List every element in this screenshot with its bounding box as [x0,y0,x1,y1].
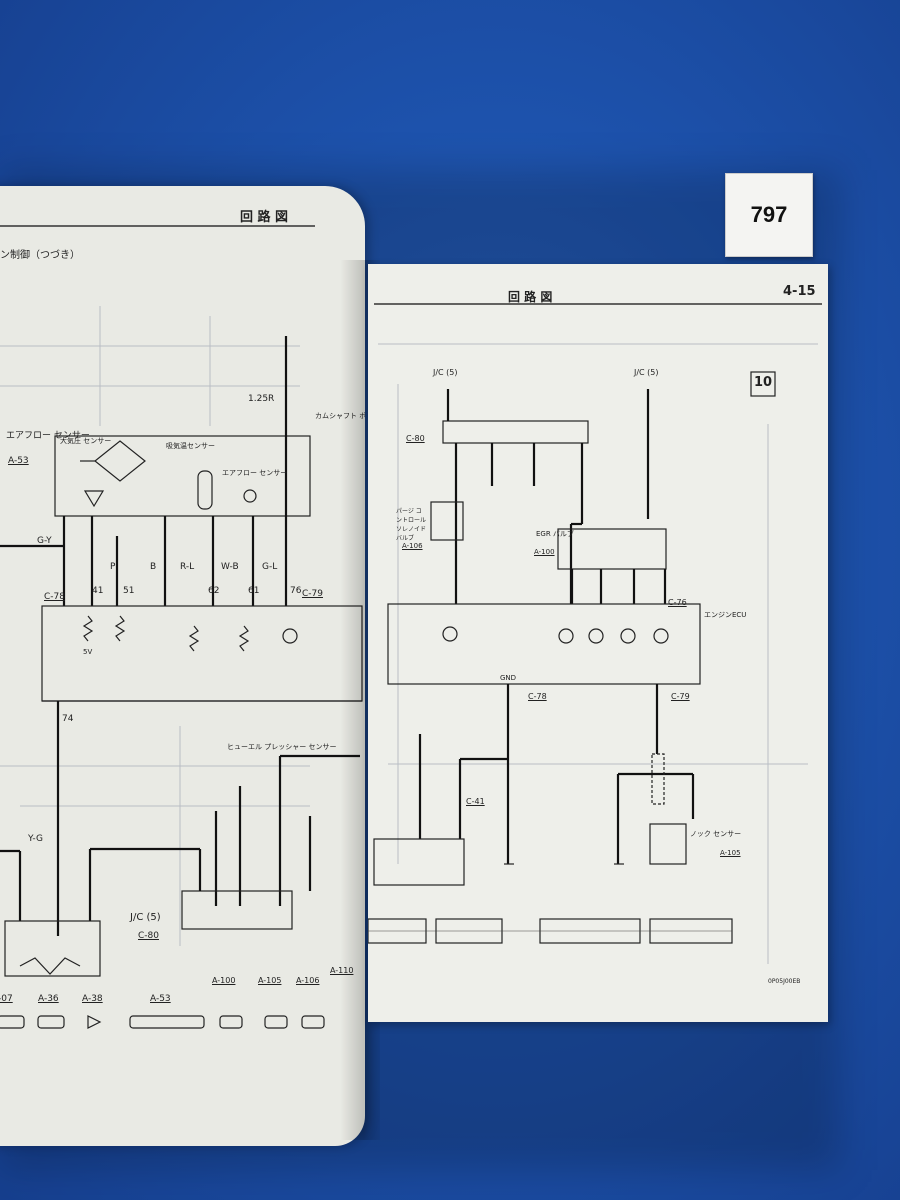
label-airflow: エアフロー センサー [6,431,90,441]
a100-label: A-100 [534,548,555,556]
c76-label: C-76 [668,598,687,607]
left-wiring-diagram [0,225,363,1029]
label-125r: 1.25R [248,394,275,404]
conn-a110: A-110 [330,966,353,975]
left-page: 回 路 図 ン制御（つづき） エアフロー センサー A-53 大気圧 センサー … [0,186,365,1146]
knock-sensor-label: ノック センサー [690,830,742,838]
label-b: B [150,562,157,572]
left-section-title: ン制御（つづき） [0,250,80,261]
c79-label: C-79 [671,692,690,701]
c78-label: C-78 [528,692,547,701]
label-c78: C-78 [44,592,65,602]
label-gl: G-L [262,562,278,572]
label-c80: C-80 [138,931,159,941]
a105-label: A-105 [720,849,741,857]
right-page: 回 路 図 4-15 10 J/C (5) J/C (5) C-80 C-76 … [368,264,828,1022]
right-page-header: 回 路 図 [508,290,553,304]
label-fuel-pressure: ヒューエル プレッシャー センサー [227,743,337,751]
c80-label: C-80 [406,434,425,443]
label-airflow-2: エアフロー センサー [222,469,288,477]
engine-ecu-label: エンジンECU [704,611,747,619]
egr-valve-label: EGR バルブ [536,530,574,538]
purge-valve-label: パージ コントロール ソレノイド バルブ [396,508,427,542]
label-76: 76 [290,586,302,596]
label-51: 51 [123,586,135,596]
conn-a100: A-100 [212,976,236,985]
left-page-header: 回 路 図 [240,210,289,225]
label-74: 74 [62,714,74,724]
label-61: 61 [248,586,260,596]
label-a53: A-53 [8,456,29,466]
conn-a36: A-36 [38,994,59,1004]
c41-label: C-41 [466,797,485,806]
label-jc5: J/C (5) [130,912,161,923]
label-62: 62 [208,586,220,596]
item-number: 797 [750,202,788,227]
gnd-label: GND [500,674,517,682]
label-yg: Y-G [28,834,43,844]
label-5v: 5V [83,648,93,656]
conn-a53: A-53 [150,994,171,1004]
label-intake-temp: 吸気温センサー [166,442,215,450]
jc5-label-right: J/C (5) [634,368,659,377]
label-baro: 大気圧 センサー [60,437,112,445]
jc5-label-left: J/C (5) [433,368,458,377]
conn-a105: A-105 [258,976,282,985]
conn-a106: A-106 [296,976,320,985]
a106-label: A-106 [402,542,423,550]
item-number-tag: 797 [725,173,813,257]
label-c79-top: C-79 [302,589,323,599]
label-cam: カムシャフト ポジション センサー [315,412,365,420]
right-wiring-diagram [368,303,822,964]
label-p: P [110,562,116,572]
label-41: 41 [92,586,104,596]
label-rl: R-L [180,562,195,572]
label-gy: G-Y [37,536,52,546]
label-wb: W-B [221,562,239,572]
conn-a38: A-38 [82,994,103,1004]
footer-code: 0P05J00EB [768,978,801,985]
page-number: 4-15 [783,284,816,299]
conn-07: -07 [0,994,13,1004]
diagram-index: 10 [754,375,773,390]
